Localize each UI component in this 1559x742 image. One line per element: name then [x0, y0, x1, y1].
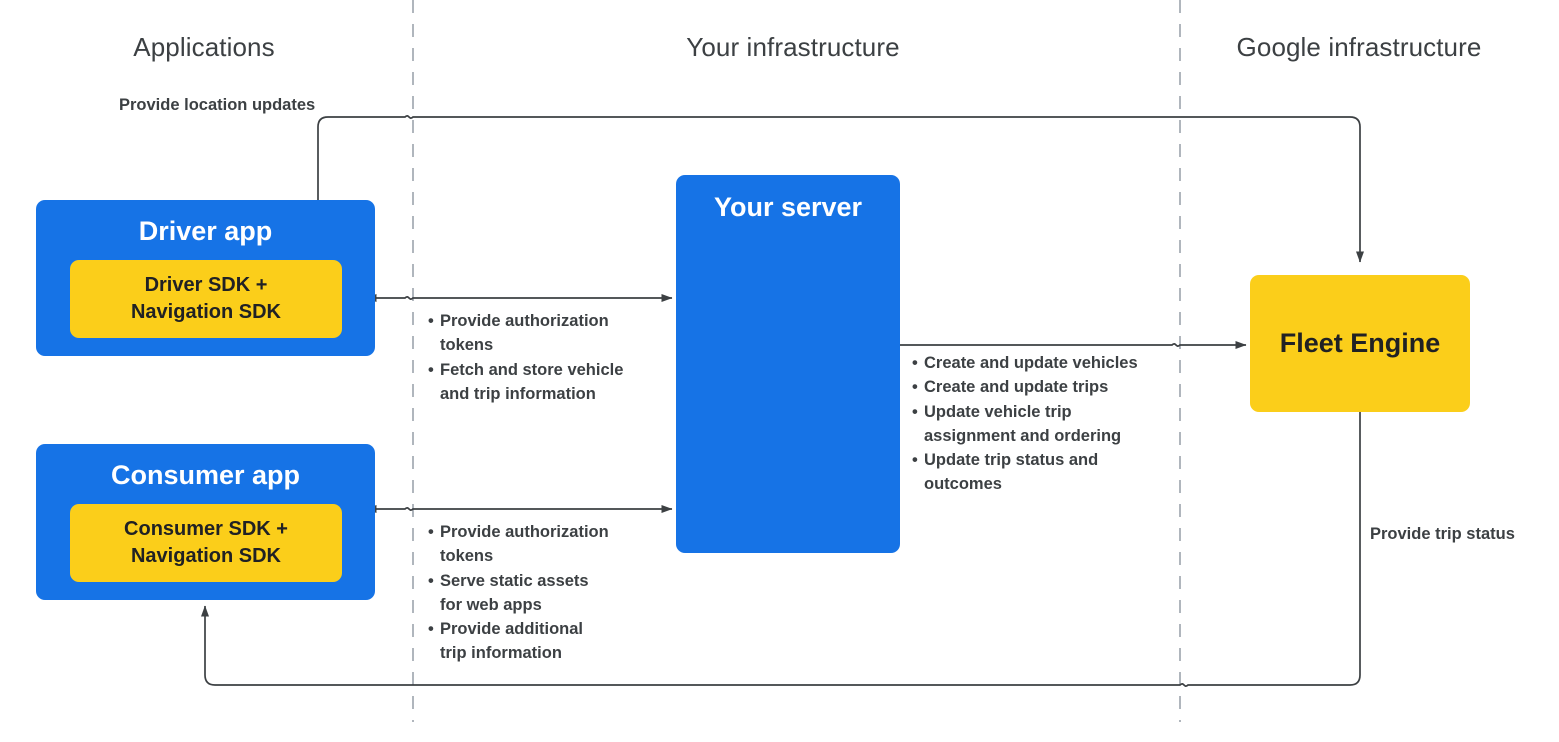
- bullet-item: Provide authorization tokens: [428, 520, 668, 569]
- node-your-server-title: Your server: [713, 192, 863, 222]
- bullet-item: Provide additional trip information: [428, 617, 668, 666]
- bullet-item: Update trip status and outcomes: [912, 448, 1177, 497]
- bullet-item: Create and update vehicles: [912, 351, 1177, 376]
- node-fleet-engine-title: Fleet Engine: [1279, 328, 1441, 358]
- node-your-server[interactable]: Your server: [676, 175, 900, 553]
- node-driver-app-title: Driver app: [138, 216, 273, 246]
- edge-label-provide-location-updates: Provide location updates: [119, 96, 316, 114]
- node-driver-app[interactable]: Driver app Driver SDK + Navigation SDK: [36, 200, 375, 356]
- bullet-item: Fetch and store vehicle and trip informa…: [428, 358, 668, 407]
- node-consumer-sdk[interactable]: Consumer SDK + Navigation SDK: [70, 504, 342, 582]
- bullet-list-consumer-server: Provide authorization tokens Serve stati…: [428, 520, 668, 666]
- node-fleet-engine[interactable]: Fleet Engine: [1250, 275, 1470, 412]
- bullet-item: Update vehicle trip assignment and order…: [912, 400, 1177, 449]
- bullet-item: Provide authorization tokens: [428, 309, 668, 358]
- zone-title-your-infrastructure: Your infrastructure: [686, 32, 900, 62]
- node-driver-sdk-label: Driver SDK + Navigation SDK: [130, 274, 282, 323]
- node-consumer-app[interactable]: Consumer app Consumer SDK + Navigation S…: [36, 444, 375, 600]
- bullet-list-server-fleetengine: Create and update vehicles Create and up…: [912, 351, 1177, 497]
- zone-title-google-infrastructure: Google infrastructure: [1236, 32, 1482, 62]
- node-driver-sdk[interactable]: Driver SDK + Navigation SDK: [70, 260, 342, 338]
- node-consumer-app-title: Consumer app: [110, 460, 301, 490]
- bullet-item: Create and update trips: [912, 375, 1177, 400]
- connector-server-fleetengine: [900, 341, 1247, 349]
- zone-title-applications: Applications: [133, 32, 275, 62]
- connector-consumer-server: [365, 505, 673, 513]
- node-consumer-sdk-label: Consumer SDK + Navigation SDK: [124, 518, 288, 567]
- bullet-item: Serve static assets for web apps: [428, 569, 668, 618]
- edge-label-provide-trip-status: Provide trip status: [1370, 525, 1515, 543]
- bullet-list-driver-server: Provide authorization tokens Fetch and s…: [428, 309, 668, 406]
- connector-driver-server: [365, 294, 673, 302]
